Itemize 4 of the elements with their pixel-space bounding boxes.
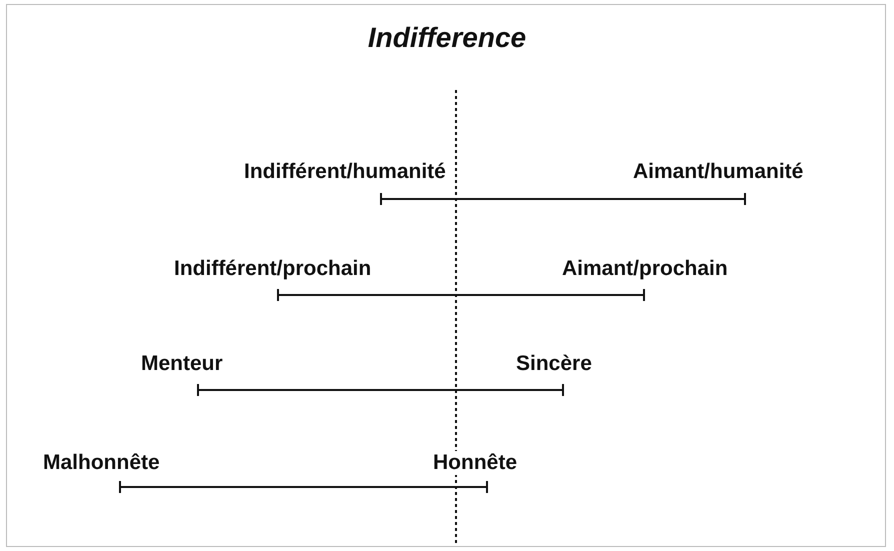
scale-label: Honnête [432, 451, 518, 475]
scale-label: Indifférent/prochain [173, 257, 372, 281]
scale-label: Aimant/prochain [561, 257, 729, 281]
diagram-title: Indifference [368, 22, 526, 53]
